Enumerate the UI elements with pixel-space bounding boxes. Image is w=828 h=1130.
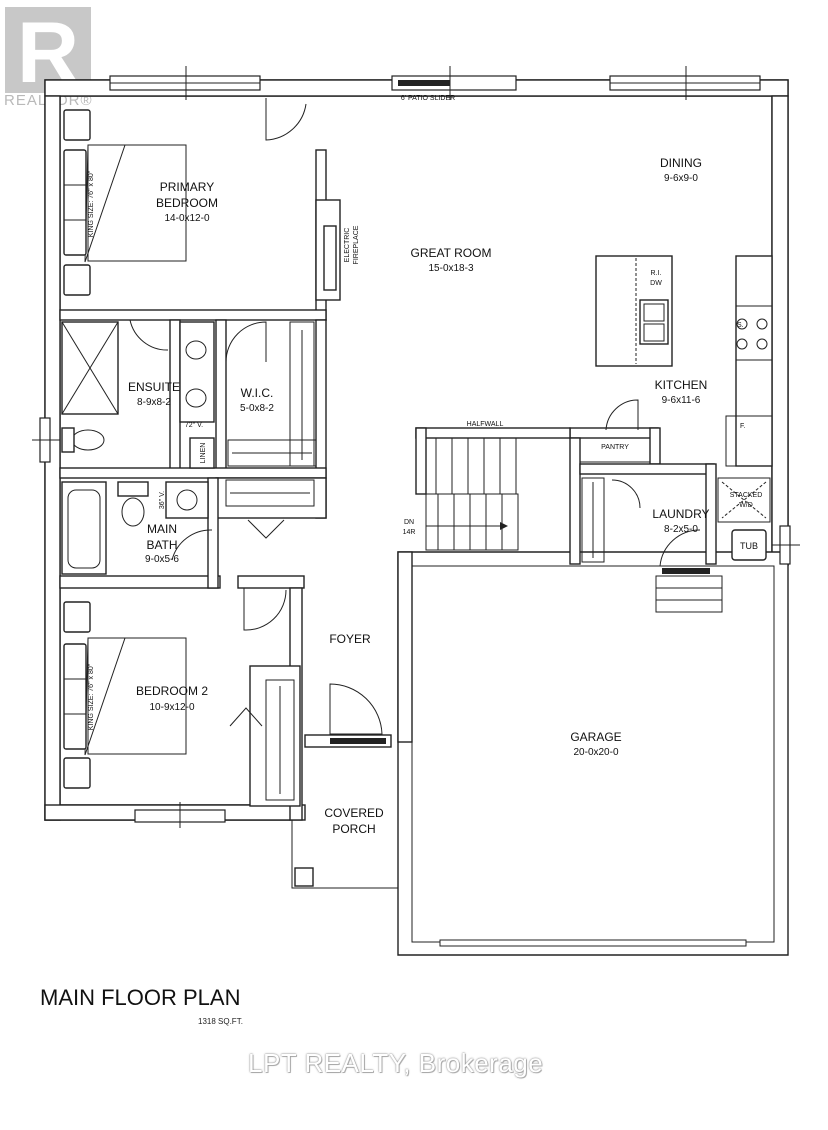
label-foyer: FOYER — [329, 632, 371, 646]
label-bedroom2: BEDROOM 2 — [136, 684, 208, 698]
realtor-logo-icon: R — [5, 5, 91, 101]
label-stair-risers: 14R — [403, 529, 416, 536]
label-kitchen: KITCHEN — [655, 378, 708, 392]
label-fireplace-2: FIREPLACE — [353, 225, 360, 264]
label-ri-dw-2: DW — [650, 280, 662, 287]
label-tub: TUB — [740, 541, 758, 551]
ensuite-fixtures — [61, 321, 215, 469]
interior-walls — [59, 149, 717, 821]
label-covered-porch-1: COVERED — [324, 806, 384, 820]
dims-wic: 5-0x8-2 — [240, 403, 274, 414]
label-laundry: LAUNDRY — [652, 507, 709, 521]
label-stacked-1: STACKED — [730, 492, 763, 499]
dims-garage: 20-0x20-0 — [573, 747, 618, 758]
dims-kitchen: 9-6x11-6 — [662, 395, 701, 406]
primary-bed — [63, 109, 187, 296]
plan-title: MAIN FLOOR PLAN — [40, 985, 241, 1010]
closets — [225, 321, 651, 801]
label-linen: LINEN — [200, 443, 207, 464]
label-covered-porch-2: PORCH — [332, 822, 375, 836]
label-fireplace-1: ELECTRIC — [344, 228, 351, 263]
label-vanity-36: 36" V. — [159, 491, 166, 509]
fireplace — [323, 225, 337, 291]
label-patio-slider: 6' PATIO SLIDER — [401, 95, 455, 102]
label-fridge: F. — [740, 423, 746, 430]
label-stacked-2: W/D — [739, 502, 753, 509]
label-stove: S. — [737, 322, 744, 329]
label-primary-bedroom-1: PRIMARY — [160, 180, 214, 194]
realtor-logo: R — [4, 5, 92, 112]
windows — [32, 66, 800, 828]
dims-laundry: 8-2x5-0 — [664, 524, 698, 535]
dims-great-room: 15-0x18-3 — [428, 263, 473, 274]
annotations: 6' PATIO SLIDER ELECTRIC FIREPLACE HALFW… — [88, 95, 762, 730]
label-garage: GARAGE — [570, 730, 621, 744]
label-king-bed-bedroom2: KING SIZE: 76" x 80" — [88, 663, 95, 730]
bedroom2-bed — [63, 601, 187, 789]
label-main-bath-2: BATH — [146, 538, 177, 552]
label-vanity-72: 72" V. — [185, 422, 203, 429]
label-stair-dn: DN — [404, 519, 414, 526]
label-primary-bedroom-2: BEDROOM — [156, 196, 218, 210]
dims-primary-bedroom: 14-0x12-0 — [164, 213, 209, 224]
doors — [129, 98, 701, 744]
label-ensuite: ENSUITE — [128, 380, 180, 394]
label-main-bath-1: MAIN — [147, 522, 177, 536]
label-halfwall: HALFWALL — [467, 421, 504, 428]
dims-bedroom2: 10-9x12-0 — [149, 702, 194, 713]
kitchen-cabinets — [595, 255, 773, 561]
staircase — [415, 427, 723, 613]
label-wic: W.I.C. — [241, 386, 274, 400]
dims-dining: 9-6x9-0 — [664, 173, 698, 184]
label-king-bed-primary: KING SIZE: 76" x 80" — [88, 170, 95, 237]
label-ri-dw-1: R.I. — [651, 270, 662, 277]
label-dining: DINING — [660, 156, 702, 170]
main-bath-fixtures — [61, 481, 209, 575]
label-pantry: PANTRY — [601, 444, 629, 451]
brokerage-watermark: LPT REALTY, Brokerage — [248, 1048, 544, 1078]
exterior-walls — [44, 79, 789, 956]
dims-main-bath: 9-0x5-6 — [145, 554, 179, 565]
dims-ensuite: 8-9x8-2 — [137, 397, 171, 408]
label-great-room: GREAT ROOM — [411, 246, 492, 260]
plan-area: 1318 SQ.FT. — [198, 1017, 243, 1026]
room-labels: PRIMARY BEDROOM 14-0x12-0 GREAT ROOM 15-… — [128, 156, 710, 836]
